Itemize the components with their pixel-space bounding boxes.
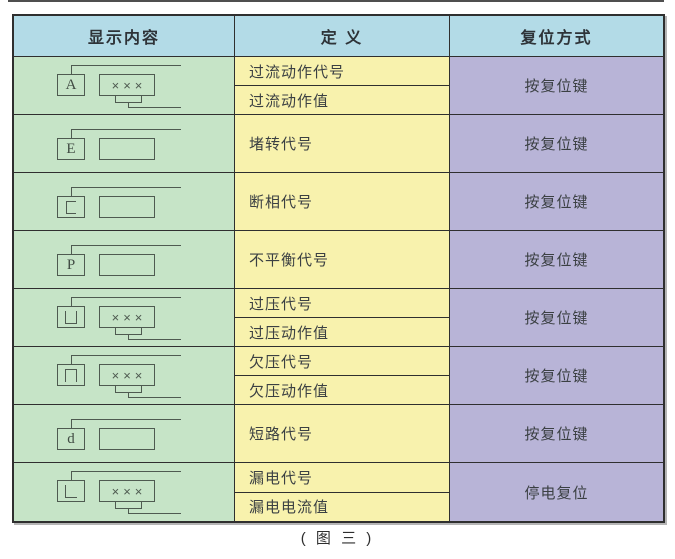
table-row: d 短路代号 按复位键 <box>14 405 663 463</box>
display-cell: d <box>14 405 234 462</box>
pointer-line <box>71 419 181 429</box>
header-definition: 定 义 <box>234 16 449 56</box>
display-cell: ××× <box>14 347 234 404</box>
segment-display-icon: E <box>57 124 197 176</box>
definition-cell: 过压代号过压动作值 <box>234 289 449 346</box>
symbol-letter: P <box>66 256 76 273</box>
table-row: ××× 欠压代号欠压动作值按复位键 <box>14 347 663 405</box>
table-row: ××× 过压代号过压动作值按复位键 <box>14 289 663 347</box>
symbol-box: P <box>57 254 85 276</box>
definition-cell: 过流动作代号过流动作值 <box>234 57 449 114</box>
display-cell: E <box>14 115 234 172</box>
reset-method-cell: 停电复位 <box>449 463 663 521</box>
definition-text: 堵转代号 <box>249 136 314 153</box>
value-box <box>99 138 155 160</box>
definition-cell: 欠压代号欠压动作值 <box>234 347 449 404</box>
table-row: ××× 漏电代号漏电电流值停电复位 <box>14 463 663 521</box>
definition-text: 过压动作值 <box>235 317 449 346</box>
display-cell <box>14 173 234 230</box>
header-reset-method: 复位方式 <box>449 16 663 56</box>
segment-display-icon: P <box>57 240 197 292</box>
pointer-line <box>71 355 181 365</box>
display-cell: P <box>14 231 234 288</box>
reset-method-cell: 按复位键 <box>449 115 663 172</box>
symbol-letter: d <box>67 430 75 447</box>
segment-display-icon <box>57 182 197 234</box>
definition-text: 不平衡代号 <box>249 252 330 269</box>
display-cell: ××× <box>14 289 234 346</box>
pointer-line <box>71 129 181 139</box>
definition-text: 欠压动作值 <box>235 375 449 404</box>
figure-caption: ( 图 三 ) <box>300 530 375 547</box>
symbol-box <box>57 196 85 218</box>
definition-text: 断相代号 <box>249 194 314 211</box>
pointer-line <box>71 471 181 481</box>
definition-text: 过压代号 <box>249 295 314 313</box>
value-pointer-line <box>128 102 181 108</box>
value-box: ××× <box>99 306 155 328</box>
segment-display-icon: ××× <box>57 466 197 518</box>
page-top-edge-line <box>8 0 664 2</box>
value-box: ××× <box>99 480 155 502</box>
open-bottom-shape-icon <box>65 368 77 382</box>
segment-display-icon: ××× <box>57 350 197 402</box>
definition-text: 漏电代号 <box>249 469 314 487</box>
pointer-line <box>71 245 181 255</box>
definition-text: 过流动作代号 <box>249 63 346 81</box>
definition-cell: 漏电代号漏电电流值 <box>234 463 449 521</box>
table-row: P 不平衡代号 按复位键 <box>14 231 663 289</box>
header-display-content: 显示内容 <box>87 30 160 47</box>
value-box <box>99 428 155 450</box>
open-top-shape-icon <box>65 310 77 324</box>
table-row: 断相代号 按复位键 <box>14 173 663 231</box>
value-pointer-line <box>128 508 181 514</box>
display-cell: ××× <box>14 463 234 521</box>
pointer-line <box>71 297 181 307</box>
symbol-box: A <box>57 74 85 96</box>
reset-method-cell: 按复位键 <box>449 173 663 230</box>
segment-display-icon: ××× <box>57 292 197 344</box>
open-right-shape-icon <box>66 200 76 214</box>
value-pointer-line <box>128 392 181 398</box>
value-box: ××× <box>99 74 155 96</box>
reset-method-cell: 按复位键 <box>449 57 663 114</box>
reset-method-cell: 按复位键 <box>449 289 663 346</box>
segment-display-icon: d <box>57 414 197 466</box>
symbol-box <box>57 480 85 502</box>
reset-method-cell: 按复位键 <box>449 347 663 404</box>
pointer-line <box>71 65 181 75</box>
definition-cell: 堵转代号 <box>234 115 449 172</box>
seg-L-shape-icon <box>65 484 77 498</box>
symbol-box: E <box>57 138 85 160</box>
symbol-letter: A <box>65 76 77 93</box>
definition-text: 短路代号 <box>249 426 314 443</box>
symbol-letter: E <box>66 140 76 157</box>
definition-text: 欠压代号 <box>249 353 314 371</box>
value-box <box>99 196 155 218</box>
display-cell: A ××× <box>14 57 234 114</box>
table-header-row: 显示内容 定 义 复位方式 <box>14 16 663 57</box>
definition-text: 漏电电流值 <box>235 491 449 522</box>
table-row: A ××× 过流动作代号过流动作值按复位键 <box>14 57 663 115</box>
value-pointer-line <box>128 334 181 340</box>
definition-cell: 短路代号 <box>234 405 449 462</box>
segment-display-icon: A ××× <box>57 60 197 112</box>
value-box: ××× <box>99 364 155 386</box>
pointer-line <box>71 187 181 197</box>
reset-method-cell: 按复位键 <box>449 231 663 288</box>
value-box <box>99 254 155 276</box>
definition-cell: 断相代号 <box>234 173 449 230</box>
reset-method-cell: 按复位键 <box>449 405 663 462</box>
definition-cell: 不平衡代号 <box>234 231 449 288</box>
definition-text: 过流动作值 <box>235 85 449 114</box>
table-row: E 堵转代号 按复位键 <box>14 115 663 173</box>
symbol-box <box>57 306 85 328</box>
symbol-box: d <box>57 428 85 450</box>
symbol-box <box>57 364 85 386</box>
